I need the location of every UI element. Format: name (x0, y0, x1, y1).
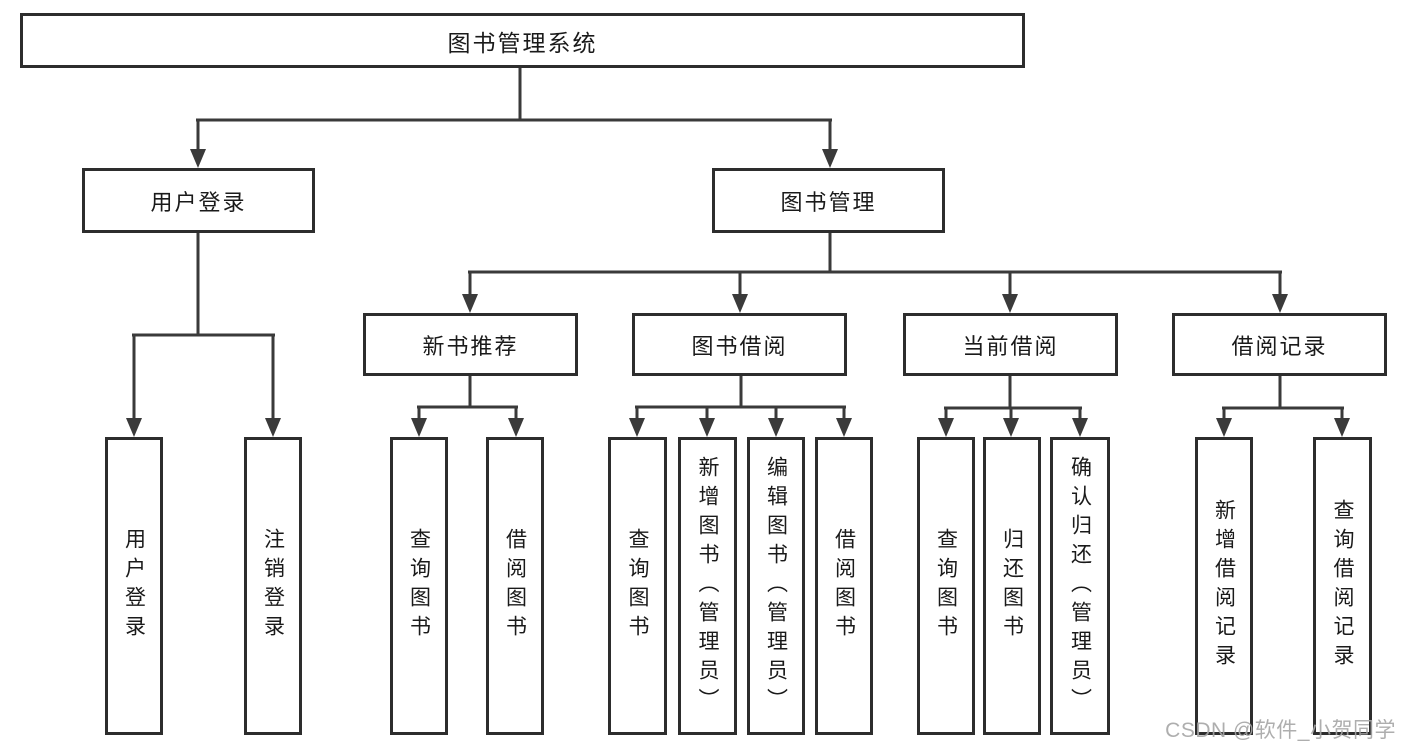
leaf-user-login: 用户登录 (105, 437, 163, 735)
leaf-borrow-add-books-admin: 新增图书（管理员） (678, 437, 737, 735)
leaf-newbook-borrow-books: 借阅图书 (486, 437, 544, 735)
leaf-current-return-books: 归还图书 (983, 437, 1041, 735)
node-new-book-recommend: 新书推荐 (363, 313, 578, 376)
csdn-watermark: CSDN @软件_小贺同学 (1165, 719, 1396, 742)
node-library-system: 图书管理系统 (20, 13, 1025, 68)
node-borrow-records: 借阅记录 (1172, 313, 1387, 376)
leaf-newbook-query-books: 查询图书 (390, 437, 448, 735)
node-book-borrow: 图书借阅 (632, 313, 847, 376)
leaf-logout: 注销登录 (244, 437, 302, 735)
leaf-borrow-query-books: 查询图书 (608, 437, 667, 735)
leaf-records-query-record: 查询借阅记录 (1313, 437, 1372, 735)
leaf-borrow-edit-books-admin: 编辑图书（管理员） (747, 437, 805, 735)
leaf-borrow-borrow-books: 借阅图书 (815, 437, 873, 735)
leaf-current-confirm-return-admin: 确认归还（管理员） (1050, 437, 1110, 735)
leaf-records-add-record: 新增借阅记录 (1195, 437, 1253, 735)
node-user-login: 用户登录 (82, 168, 315, 233)
node-current-borrow: 当前借阅 (903, 313, 1118, 376)
leaf-current-query-books: 查询图书 (917, 437, 975, 735)
node-book-management: 图书管理 (712, 168, 945, 233)
